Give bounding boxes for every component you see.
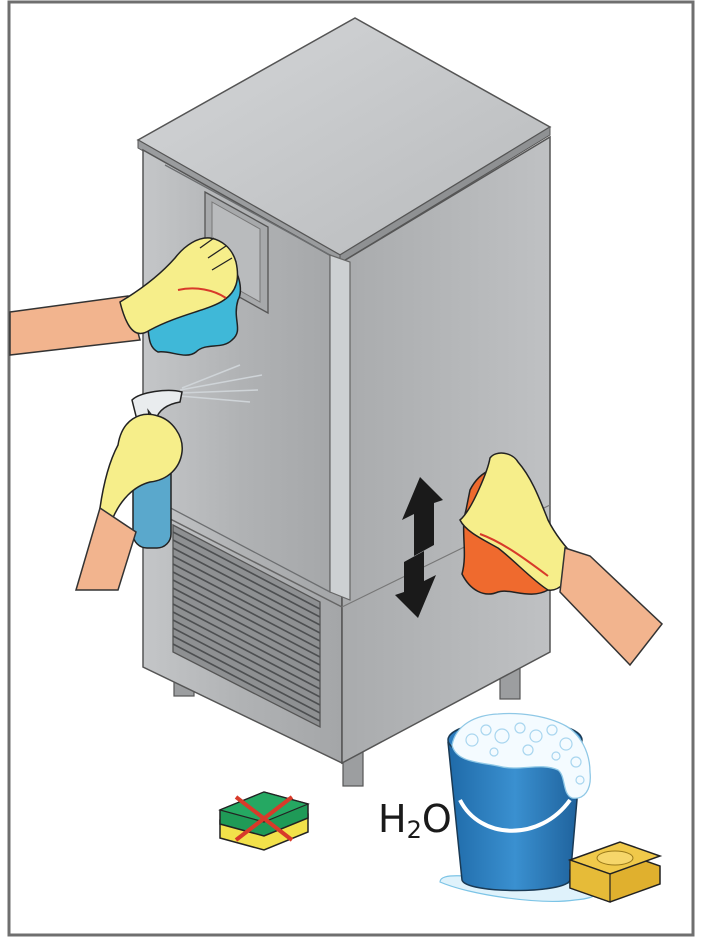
- water-formula-label: H2O: [378, 800, 452, 838]
- formula-h: H: [378, 797, 407, 841]
- wipe-cloth-blue: [10, 238, 240, 355]
- formula-subscript: 2: [407, 816, 422, 844]
- soap-bar: [570, 842, 660, 902]
- formula-o: O: [422, 797, 452, 841]
- blast-chiller-illustration: [138, 18, 550, 786]
- abrasive-sponge-crossed-icon: [220, 792, 308, 850]
